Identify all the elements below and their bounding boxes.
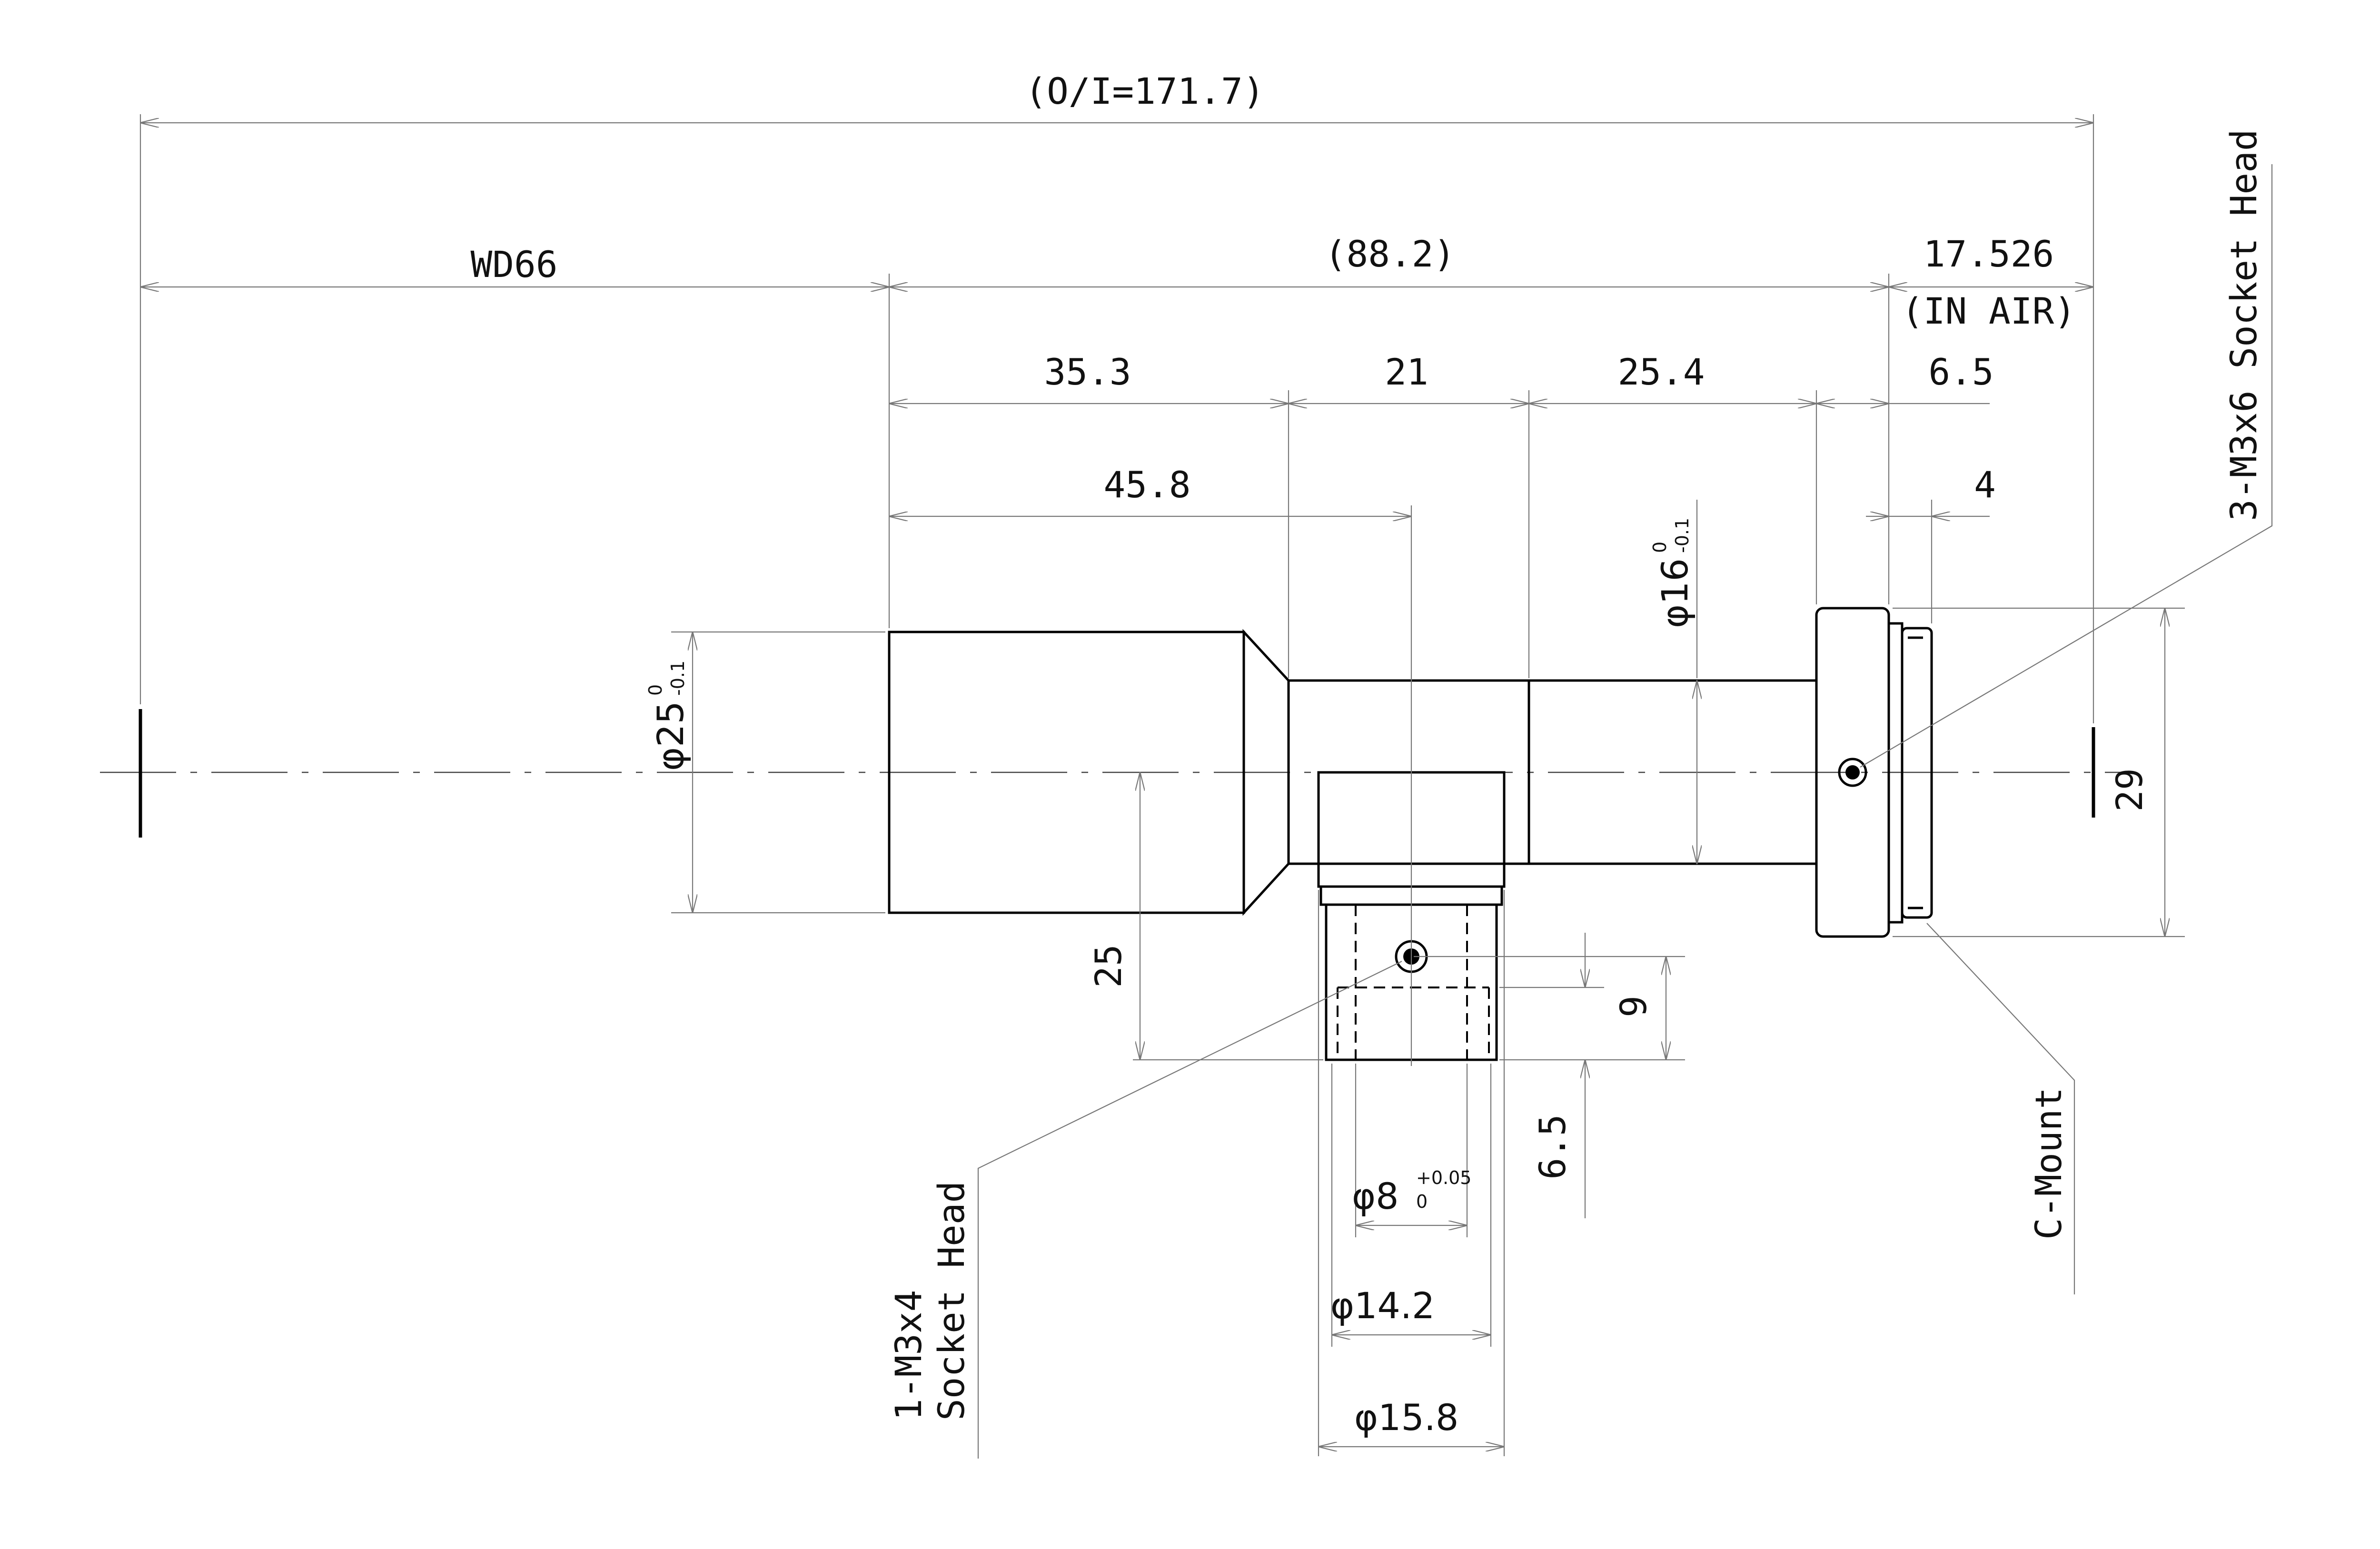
callout-c-mount: C-Mount	[2027, 1087, 2070, 1240]
dim-29: 29	[2108, 768, 2151, 812]
dim-9: 9	[1612, 996, 1655, 1017]
dim-45-8: 45.8	[1103, 464, 1190, 506]
dim-phi8-lower-tol: 0	[1416, 1191, 1428, 1212]
dim-phi16: φ16	[1654, 558, 1696, 628]
callout-socket-head: Socket Head	[930, 1181, 972, 1421]
callout-1-m3x4: 1-M3x4	[887, 1290, 930, 1421]
dim-phi16-upper-tol: 0	[1649, 542, 1670, 553]
dim-4: 4	[1974, 464, 1996, 506]
dim-21: 21	[1385, 351, 1428, 393]
dim-wd: WD66	[470, 243, 557, 286]
callout-3-m3x6-socket-head: 3-M3x6 Socket Head	[2222, 129, 2265, 521]
lens-body	[888, 607, 1933, 938]
dim-6-5-top: 6.5	[1928, 351, 1993, 393]
dim-phi25-lower-tol: -0.1	[667, 661, 688, 696]
dim-phi8-upper-tol: +0.05	[1416, 1167, 1471, 1188]
dim-phi8: φ8	[1352, 1175, 1399, 1217]
dim-35-3: 35.3	[1044, 351, 1131, 393]
c-mount-thread-front	[1901, 627, 1933, 919]
dim-6-5-side: 6.5	[1531, 1114, 1574, 1179]
dim-phi25: φ25	[649, 701, 692, 771]
extension-lines	[139, 114, 2185, 1456]
dim-phi25-upper-tol: 0	[645, 684, 666, 696]
dim-17526: 17.526	[1924, 233, 2054, 275]
dim-25: 25	[1087, 944, 1130, 988]
callout-labels: 3-M3x6 Socket Head 1-M3x4 Socket Head C-…	[887, 129, 2265, 1421]
side-port	[1317, 505, 1506, 1066]
dim-in-air: (IN AIR)	[1902, 290, 2076, 332]
flange-screw-socket	[1845, 765, 1860, 779]
dimension-lines	[140, 123, 2165, 1447]
dim-oi: (O/I=171.7)	[1025, 70, 1264, 112]
leader-lines	[977, 164, 2273, 1459]
dim-phi15-8: φ15.8	[1354, 1396, 1458, 1439]
dim-phi14-2: φ14.2	[1330, 1284, 1435, 1327]
dim-25-4: 25.4	[1617, 351, 1705, 393]
dim-phi16-lower-tol: -0.1	[1672, 518, 1693, 553]
flange-screw-hole	[1838, 758, 1867, 787]
dimension-labels: (O/I=171.7) WD66 (88.2) 17.526 (IN AIR) …	[470, 70, 2151, 1439]
dim-88: (88.2)	[1325, 233, 1456, 275]
